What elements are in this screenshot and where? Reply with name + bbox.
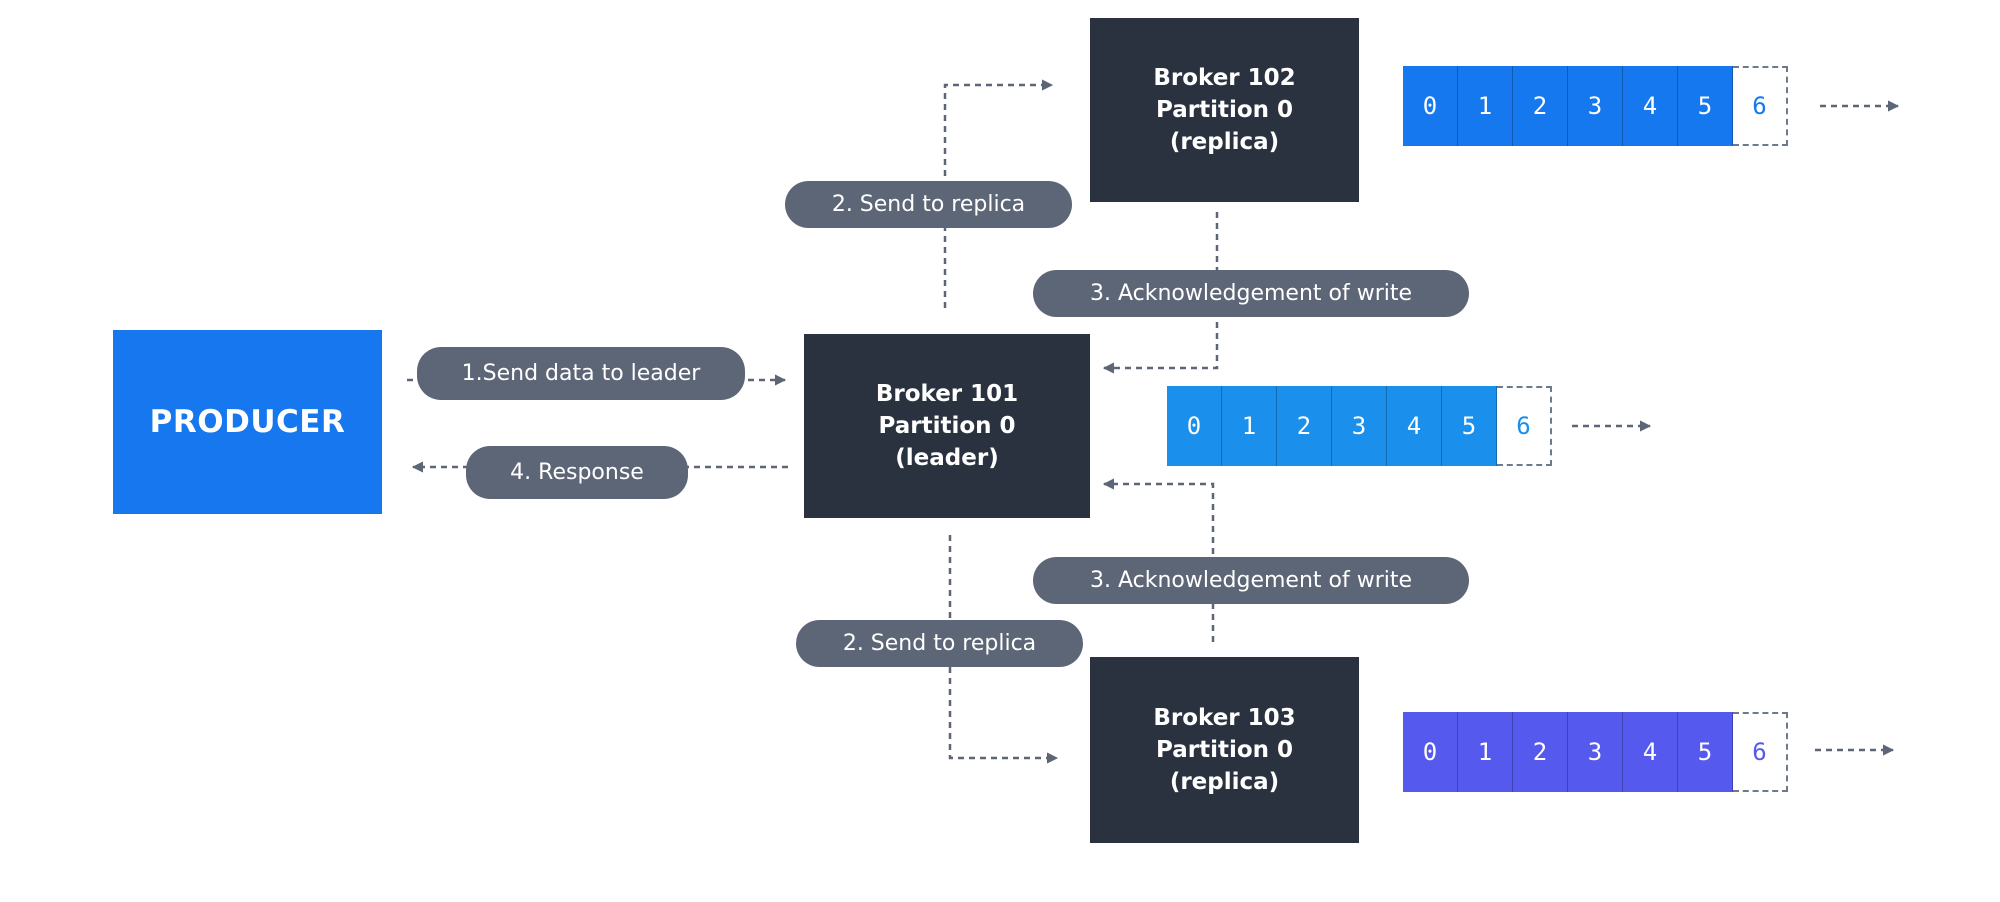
broker-102-role: (replica): [1169, 129, 1280, 155]
broker-103-name: Broker 103: [1153, 705, 1296, 731]
broker-102-box: Broker 102 Partition 0 (replica): [1090, 18, 1359, 202]
step-response-pill: 4. Response: [466, 446, 688, 499]
log-102-offset: 1: [1458, 66, 1513, 146]
step-ack-top-pill: 3. Acknowledgement of write: [1033, 270, 1469, 317]
log-103-offset: 2: [1513, 712, 1568, 792]
log-103-offset: 5: [1678, 712, 1733, 792]
log-103-offset: 4: [1623, 712, 1678, 792]
broker-101-name: Broker 101: [875, 381, 1019, 407]
step-send-to-leader-pill: 1.Send data to leader: [417, 347, 745, 400]
log-101-offset: 0: [1167, 386, 1222, 466]
broker-102-partition: Partition 0: [1155, 97, 1294, 123]
log-102-offset: 3: [1568, 66, 1623, 146]
partition-log-101: 0 1 2 3 4 5 6: [1167, 386, 1552, 466]
broker-101-box: Broker 101 Partition 0 (leader): [804, 334, 1090, 518]
log-103-offset: 0: [1403, 712, 1458, 792]
log-102-offset: 0: [1403, 66, 1458, 146]
broker-103-partition: Partition 0: [1155, 737, 1294, 763]
log-102-offset: 4: [1623, 66, 1678, 146]
log-101-offset: 1: [1222, 386, 1277, 466]
broker-102-name: Broker 102: [1153, 65, 1296, 91]
broker-103-box: Broker 103 Partition 0 (replica): [1090, 657, 1359, 843]
log-101-offset: 3: [1332, 386, 1387, 466]
producer-label: PRODUCER: [149, 404, 346, 440]
step-send-to-replica-top-pill: 2. Send to replica: [785, 181, 1072, 228]
log-102-new-offset: 6: [1733, 66, 1788, 146]
broker-101-partition: Partition 0: [878, 413, 1016, 439]
log-101-offset: 2: [1277, 386, 1332, 466]
log-103-new-offset: 6: [1733, 712, 1788, 792]
step-ack-bottom-pill: 3. Acknowledgement of write: [1033, 557, 1469, 604]
broker-101-role: (leader): [895, 445, 999, 471]
log-102-offset: 5: [1678, 66, 1733, 146]
log-101-offset: 5: [1442, 386, 1497, 466]
step-send-to-replica-bottom-pill: 2. Send to replica: [796, 620, 1083, 667]
broker-103-role: (replica): [1169, 769, 1280, 795]
arrow-ack-top: [1102, 212, 1219, 374]
partition-log-103: 0 1 2 3 4 5 6: [1403, 712, 1788, 792]
log-103-offset: 3: [1568, 712, 1623, 792]
log-101-offset: 4: [1387, 386, 1442, 466]
producer-box: PRODUCER: [113, 330, 382, 514]
arrow-send-to-replica-top: [943, 79, 1054, 308]
log-102-offset: 2: [1513, 66, 1568, 146]
arrow-ack-bottom: [1102, 478, 1215, 642]
log-101-new-offset: 6: [1497, 386, 1552, 466]
partition-log-102: 0 1 2 3 4 5 6: [1403, 66, 1788, 146]
log-103-offset: 1: [1458, 712, 1513, 792]
arrow-send-to-replica-bottom: [948, 535, 1059, 764]
